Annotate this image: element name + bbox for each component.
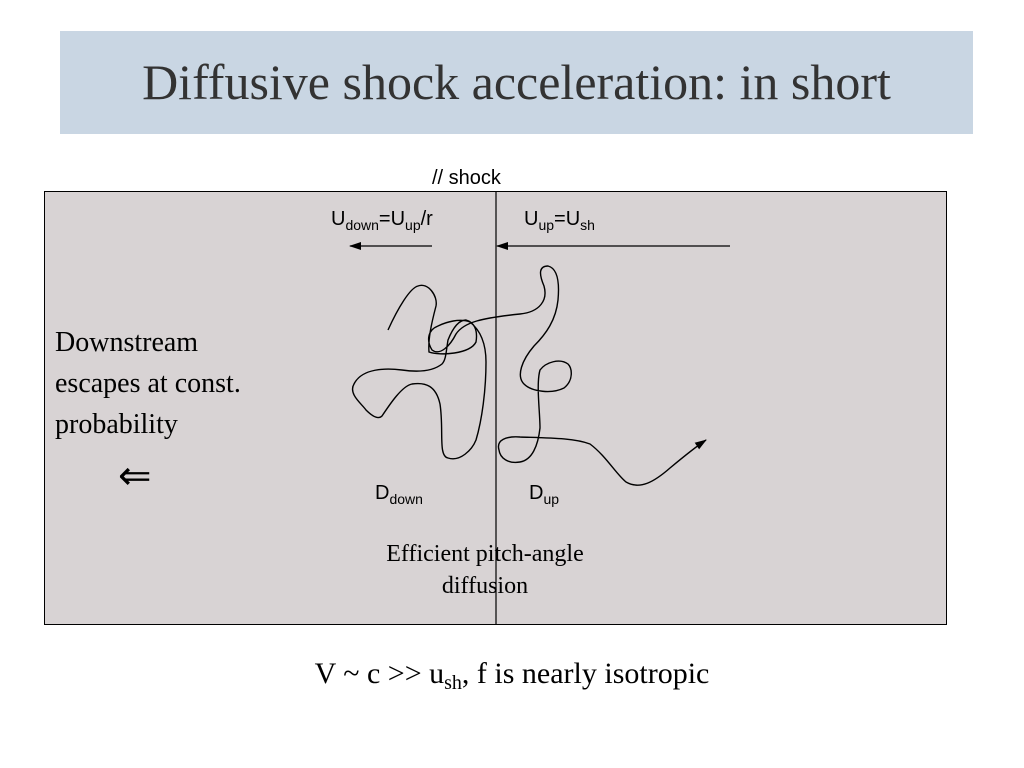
pitch-line-2: diffusion [441,573,529,599]
particle-trajectory [351,265,707,486]
isotropy-statement: V ~ c >> ush, f is nearly isotropic [314,657,710,694]
pitch-angle-text: Efficient pitch-angle diffusion [340,538,630,602]
downstream-escape-text: Downstream escapes at const. probability [55,322,315,445]
upstream-diffusion-label: Dup [529,482,560,507]
downstream-velocity-label: Udown=Uup/r [331,208,433,233]
downstream-diffusion-label: Ddown [375,482,423,507]
slide-title: Diffusive shock acceleration: in short [142,54,891,110]
title-bar: Diffusive shock acceleration: in short [60,31,973,134]
pitch-line-1: Efficient pitch-angle [386,541,584,567]
downstream-line-3: probability [55,409,178,440]
upstream-velocity-label: Uup=Ush [524,208,595,233]
left-double-arrow-icon: ⇐ [118,453,152,498]
downstream-line-1: Downstream [55,327,199,358]
shock-label: // shock [432,167,501,189]
downstream-line-2: escapes at const. [55,368,241,399]
